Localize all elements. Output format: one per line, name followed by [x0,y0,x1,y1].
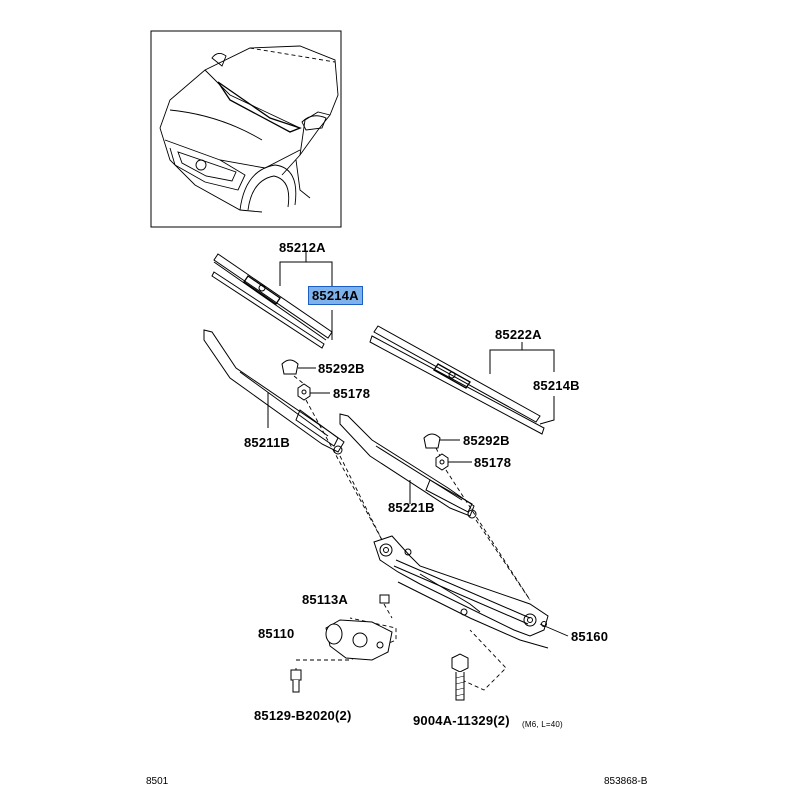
part-label-nut-lower[interactable]: 85178 [474,455,512,470]
front-wiper-blade[interactable] [211,253,333,349]
link-bolt[interactable] [451,653,469,701]
page-code: 8501 [146,776,169,787]
arm-nut-upper[interactable] [297,383,311,401]
part-label-blade-rear[interactable]: 85222A [495,327,542,342]
vehicle-inset [150,30,342,228]
part-label-link[interactable]: 85160 [571,629,609,644]
left-wiper-arm[interactable] [203,329,345,455]
part-label-blade-front[interactable]: 85212A [279,240,326,255]
part-label-grommet[interactable]: 85113A [302,592,349,607]
part-label-blade-rubber-b[interactable]: 85214B [533,378,580,393]
wiper-link-assembly[interactable] [373,535,549,649]
part-label-arm-left[interactable]: 85211B [244,435,291,450]
part-label-cap-lower[interactable]: 85292B [463,433,510,448]
part-label-nut-upper[interactable]: 85178 [333,386,371,401]
part-label-arm-right[interactable]: 85221B [388,500,435,515]
arm-nut-lower[interactable] [435,453,449,471]
part-label-cap-upper[interactable]: 85292B [318,361,365,376]
right-wiper-arm[interactable] [339,413,477,519]
link-grommet[interactable] [379,594,390,604]
part-label-link-bolt-spec: (M6, L=40) [522,720,563,729]
arm-cap-upper[interactable] [281,359,299,375]
figure-code: 853868-B [604,776,648,787]
arm-cap-lower[interactable] [423,433,441,449]
part-label-link-bolt[interactable]: 9004A-11329(2) [413,713,510,728]
part-label-motor-bolt[interactable]: 85129-B2020(2) [254,708,352,723]
motor-bolt[interactable] [290,669,302,693]
part-label-blade-rubber-highlighted[interactable]: 85214A [308,286,363,305]
passenger-wiper-blade[interactable] [369,325,545,435]
part-label-motor[interactable]: 85110 [258,626,295,641]
wiper-motor[interactable] [325,619,393,661]
